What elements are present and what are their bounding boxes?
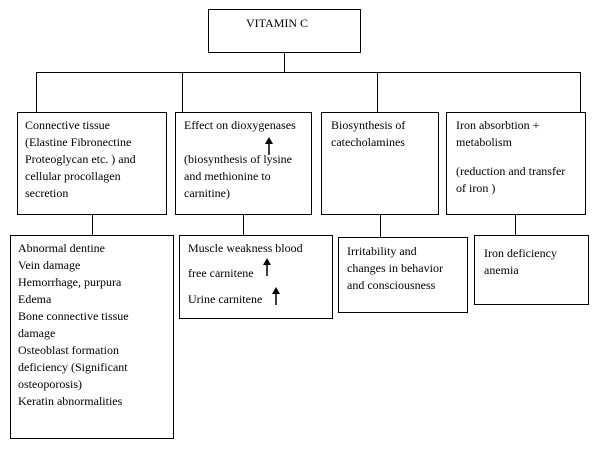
function-catecholamines-line-1: Biosynthesis of	[331, 118, 406, 132]
function-connective-tissue-line-1: Connective tissue	[25, 118, 110, 132]
function-iron-detail-1: (reduction and transfer	[456, 164, 566, 178]
function-dioxygenases-line-2: and methionine to	[184, 169, 271, 183]
function-dioxygenases-title: Effect on dioxygenases	[184, 118, 296, 132]
function-iron-line-2: metabolism	[456, 135, 512, 149]
deficiency-behavior-line-3: and consciousness	[347, 278, 436, 292]
deficiency-behavior-line-1: Irritability and	[347, 244, 417, 258]
connector-to-deficiency-3	[380, 215, 381, 237]
connector-to-function-4	[580, 72, 581, 112]
deficiency-carnitine-line-1: Muscle weakness blood	[188, 241, 303, 255]
deficiency-connective-tissue-line-2: Vein damage	[18, 258, 81, 272]
deficiency-connective-tissue-line-6: damage	[18, 326, 56, 340]
function-iron-detail-2: of iron )	[456, 181, 496, 195]
function-dioxygenases-box	[175, 112, 312, 215]
deficiency-iron-line-2: anemia	[484, 263, 519, 277]
connector-horizontal	[36, 72, 580, 73]
connector-to-deficiency-1	[92, 215, 93, 235]
deficiency-connective-tissue-line-7: Osteoblast formation	[18, 343, 119, 357]
deficiency-iron-box	[474, 235, 589, 305]
root-node	[208, 9, 361, 53]
deficiency-connective-tissue-line-5: Bone connective tissue	[18, 309, 129, 323]
deficiency-connective-tissue-line-9: osteoporosis)	[18, 377, 82, 391]
root-label: VITAMIN C	[246, 16, 309, 30]
connector-to-function-1	[36, 72, 37, 112]
function-iron-line-1: Iron absorbtion +	[456, 118, 540, 132]
deficiency-behavior-box	[338, 237, 468, 313]
deficiency-connective-tissue-box	[10, 235, 174, 439]
function-catecholamines-box	[321, 112, 439, 215]
function-connective-tissue-line-5: secretion	[25, 186, 69, 200]
deficiency-connective-tissue-line-1: Abnormal dentine	[18, 241, 105, 255]
connector-to-function-2	[182, 72, 183, 112]
deficiency-carnitine-box	[179, 235, 333, 319]
deficiency-connective-tissue-line-4: Edema	[18, 292, 52, 306]
function-dioxygenases-line-1: (biosynthesis of lysine	[184, 152, 292, 166]
deficiency-connective-tissue-line-3: Hemorrhage, purpura	[18, 275, 122, 289]
function-dioxygenases-line-3: carnitine)	[184, 186, 230, 200]
deficiency-connective-tissue-line-10: Keratin abnormalities	[18, 394, 123, 408]
deficiency-connective-tissue-line-8: deficiency (Significant	[18, 360, 128, 374]
function-connective-tissue-line-4: cellular procollagen	[25, 169, 121, 183]
arrow-up-icon	[271, 287, 281, 305]
deficiency-behavior-line-2: changes in behavior	[347, 261, 443, 275]
function-connective-tissue-line-3: Proteoglycan etc. ) and	[25, 152, 136, 166]
deficiency-carnitine-line-3: Urine carnitene	[188, 292, 263, 306]
function-connective-tissue-box	[17, 112, 167, 215]
connector-root-down	[284, 53, 285, 73]
function-catecholamines-line-2: catecholamines	[331, 135, 405, 149]
connector-to-deficiency-2	[243, 215, 244, 235]
function-iron-box	[446, 112, 586, 215]
arrow-up-icon	[262, 258, 272, 276]
function-connective-tissue-line-2: (Elastine Fibronectine	[25, 135, 132, 149]
deficiency-iron-line-1: Iron deficiency	[484, 246, 557, 260]
connector-to-function-3	[377, 72, 378, 112]
deficiency-carnitine-line-2: free carnitene	[188, 266, 254, 280]
arrow-up-icon	[264, 137, 274, 155]
connector-to-deficiency-4	[515, 215, 516, 235]
